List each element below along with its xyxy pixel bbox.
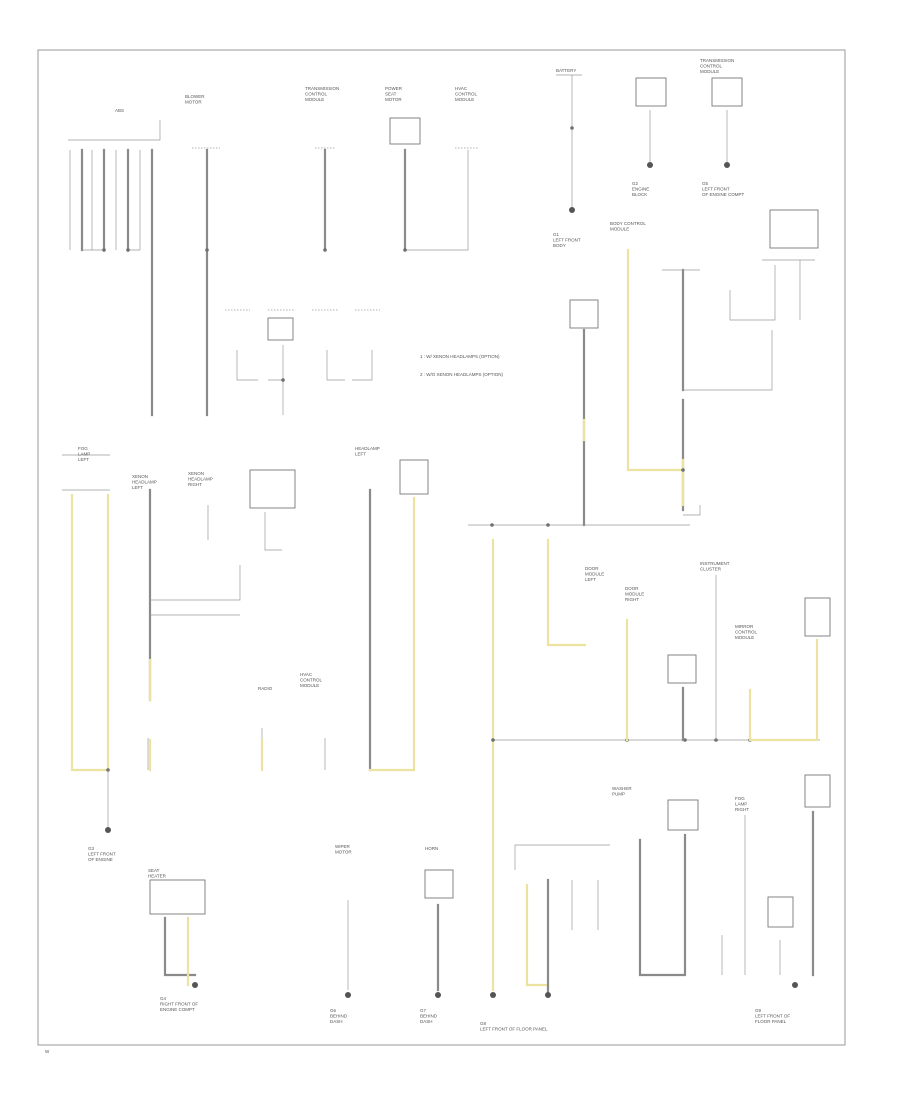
page-id: W <box>45 1049 50 1054</box>
switch-row: 1 : W/ XENON HEADLAMPS (OPTION) 2 : W/O … <box>225 309 504 415</box>
legend-note-2: 2 : W/O XENON HEADLAMPS (OPTION) <box>420 372 504 377</box>
abs-label: ABS <box>115 108 124 113</box>
abs-module-group: ABS <box>68 108 161 417</box>
diagram-frame <box>37 49 846 1046</box>
legend-note-1: 1 : W/ XENON HEADLAMPS (OPTION) <box>420 354 500 359</box>
xenon-right-feed <box>569 299 599 527</box>
battery-label: BATTERY <box>556 68 576 73</box>
radio-label: RADIO <box>258 686 273 691</box>
horn-label: HORN <box>425 846 438 851</box>
